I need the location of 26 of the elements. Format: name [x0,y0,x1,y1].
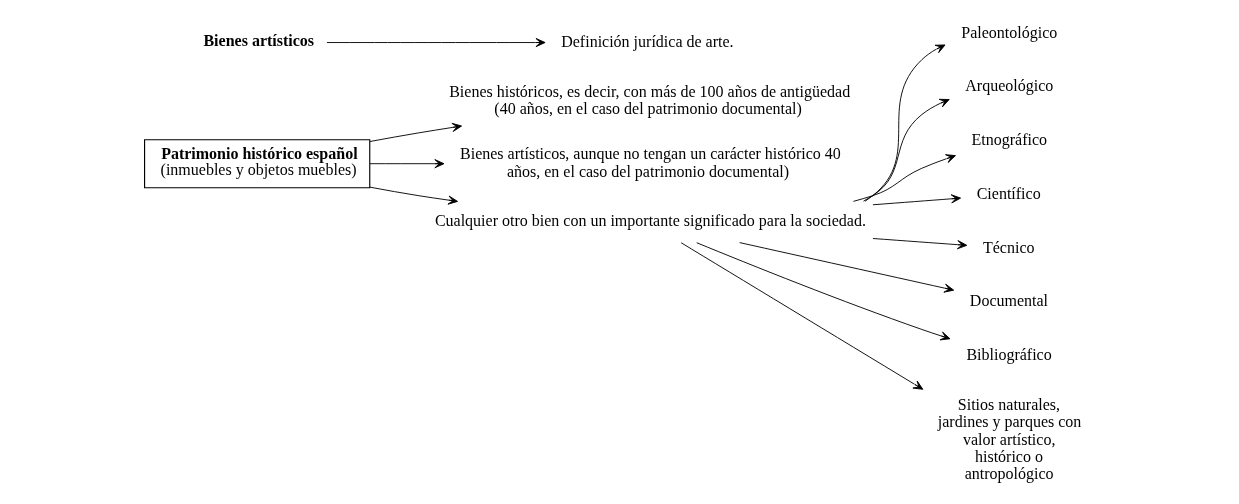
node-text: Paleontológico [961,23,1058,41]
arrow [680,242,924,390]
arrow [872,238,968,250]
node-text: Bienes artísticos [203,31,315,49]
arrow [369,122,463,142]
arrow [872,194,962,206]
arrow [739,242,955,293]
node-text: Bibliográfico [966,345,1052,363]
node-box: Patrimonio histórico español (inmuebles y objetos muebles) [144,139,371,189]
arrow [863,98,950,202]
node-text: Documental [969,292,1049,310]
arrow [864,44,946,202]
node-text: Definición jurídica de arte. [561,32,734,50]
arrow [369,159,445,169]
arrow [326,37,546,48]
node-text: Bienes artísticos, aunque no tengan un carácter histórico 40 años, en el caso del patrimonio documental) [460,145,841,180]
arrow [369,186,458,205]
node-text: Cualquier otro bien con un importante significado para la sociedad. [434,212,866,230]
arrow [852,154,956,202]
node-text: Técnico [982,238,1035,256]
node-text: Sitios naturales, jardines y parques con valor artístico, histórico o antropológico [937,396,1082,482]
arrow [696,242,951,341]
node-text: Arqueológico [965,77,1054,95]
node-text: Científico [976,184,1041,202]
node-text: Etnográfico [971,131,1048,149]
node-text: Bienes históricos, es decir, con más de 100 años de antigüedad (40 años, en el caso del patrimonio documental) [449,82,851,117]
